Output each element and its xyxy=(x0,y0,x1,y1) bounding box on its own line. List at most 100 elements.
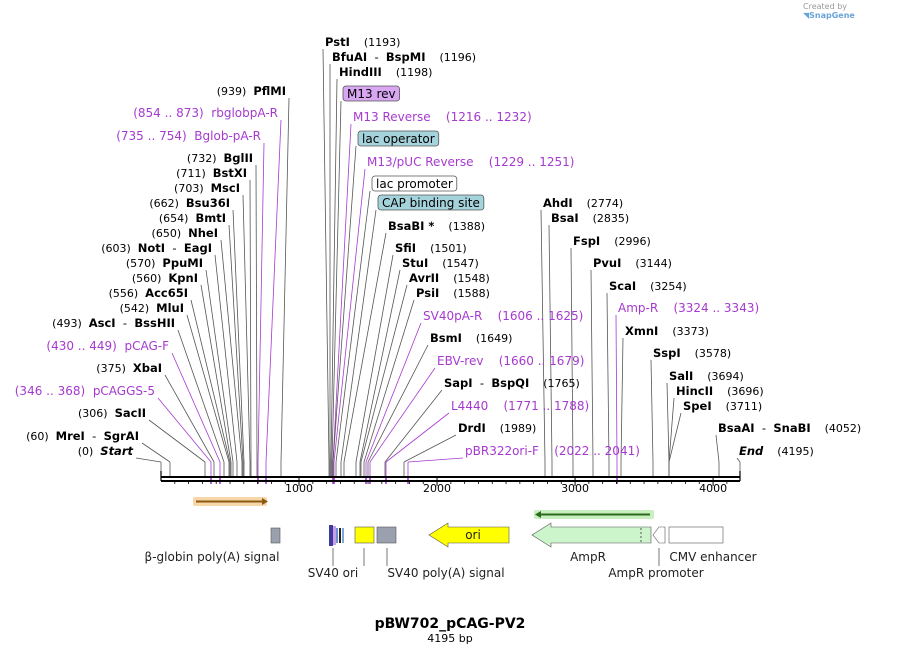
leader-line xyxy=(186,314,230,463)
site-label: BsaI (2835) xyxy=(551,211,629,225)
site-label: HindIII (1198) xyxy=(339,65,432,79)
svg-text:(493) AscI - BssHII: (493) AscI - BssHII xyxy=(52,316,175,330)
svg-text:DrdI (1989): DrdI (1989) xyxy=(458,421,536,435)
primer-arrow-forward xyxy=(193,497,268,506)
svg-text:AhdI (2774): AhdI (2774) xyxy=(543,196,623,210)
leader-line xyxy=(265,119,282,463)
site-label: SalI (3694) xyxy=(669,369,744,383)
leader-line xyxy=(650,359,654,463)
feature-box-label: CAP binding site xyxy=(382,196,480,210)
leader-line xyxy=(548,224,553,463)
svg-text:SspI (3578): SspI (3578) xyxy=(653,346,731,360)
svg-text:(732) BglII: (732) BglII xyxy=(187,151,253,165)
leader-line xyxy=(148,419,206,463)
leader-line xyxy=(220,239,243,463)
leader-line xyxy=(171,352,221,463)
site-label: End (4195) xyxy=(739,444,814,458)
site-label: (854 .. 873) rbglobpA-R xyxy=(133,106,278,120)
svg-text:SV40 poly(A) signal: SV40 poly(A) signal xyxy=(387,566,504,580)
plasmid-length: 4195 bp xyxy=(427,632,472,645)
site-label: M13 rev xyxy=(342,85,400,102)
site-label: L4440 (1771 .. 1788) xyxy=(451,399,589,413)
site-label: (650) NheI xyxy=(152,226,218,240)
snapgene-credit: Created by ◥SnapGene xyxy=(803,2,855,20)
site-label: BsmI (1649) xyxy=(430,331,512,345)
site-label: M13/pUC Reverse (1229 .. 1251) xyxy=(367,155,574,169)
svg-text:L4440 (1771 .. 1788): L4440 (1771 .. 1788) xyxy=(451,399,589,413)
leader-line xyxy=(668,397,675,463)
svg-text:StuI (1547): StuI (1547) xyxy=(402,256,479,270)
leader-line xyxy=(255,164,258,463)
leader-line xyxy=(164,374,215,463)
svg-text:BsaAI - SnaBI (4052): BsaAI - SnaBI (4052) xyxy=(718,421,861,435)
svg-text:PsiI (1588): PsiI (1588) xyxy=(416,286,490,300)
site-label: (703) MscI xyxy=(174,181,240,195)
leader-line xyxy=(242,194,251,463)
svg-text:(430 .. 449) pCAG-F: (430 .. 449) pCAG-F xyxy=(46,339,169,353)
site-label: CAP binding site xyxy=(377,194,485,211)
leader-line xyxy=(540,209,546,463)
site-label: SfiI (1501) xyxy=(395,241,467,255)
feature-track: ori β-globin poly(A) signal SV40 ori SV4… xyxy=(145,522,757,580)
svg-text:(346 .. 368) pCAGGS-5: (346 .. 368) pCAGGS-5 xyxy=(15,384,155,398)
site-label: XmnI (3373) xyxy=(625,324,709,338)
leader-line xyxy=(360,284,408,463)
site-label: SspI (3578) xyxy=(653,346,731,360)
svg-text:BsaBI * (1388): BsaBI * (1388) xyxy=(388,219,485,233)
site-labels: (0) Start(60) MreI - SgrAI (306) SacII (34… xyxy=(15,35,861,458)
site-label: (493) AscI - BssHII xyxy=(52,316,175,330)
svg-text:AmpR promoter: AmpR promoter xyxy=(608,566,703,580)
leader-line xyxy=(736,457,741,463)
site-label: (60) MreI - SgrAI xyxy=(26,429,139,443)
leader-line xyxy=(232,209,245,463)
svg-text:SalI (3694): SalI (3694) xyxy=(669,369,744,383)
site-label: (711) BstXI xyxy=(176,166,247,180)
site-label: HincII (3696) xyxy=(676,384,764,398)
svg-text:AvrII (1548): AvrII (1548) xyxy=(409,271,490,285)
site-label: (375) XbaI xyxy=(96,361,162,375)
site-label: ScaI (3254) xyxy=(609,279,687,293)
leader-line xyxy=(135,457,162,463)
site-label: M13 Reverse (1216 .. 1232) xyxy=(353,110,532,124)
feature-sv40pa xyxy=(376,526,397,544)
leader-line xyxy=(141,442,171,463)
svg-text:(306) SacII: (306) SacII xyxy=(78,406,146,420)
leader-line xyxy=(332,145,357,463)
svg-text:ScaI (3254): ScaI (3254) xyxy=(609,279,687,293)
svg-text:(703) MscI: (703) MscI xyxy=(174,181,240,195)
site-label: (603) NotI - EagI xyxy=(101,241,212,255)
svg-text:M13 Reverse (1216 .. 1232): M13 Reverse (1216 .. 1232) xyxy=(353,110,532,124)
leader-line xyxy=(322,48,330,463)
leader-line xyxy=(668,412,682,463)
site-label: (735 .. 754) Bglob-pA-R xyxy=(116,129,261,143)
axis-tick-label: 4000 xyxy=(699,482,727,495)
feature-box-label: lac promoter xyxy=(376,177,453,191)
leader-line xyxy=(590,269,594,463)
site-label: (0) Start xyxy=(78,444,134,458)
leader-line xyxy=(606,292,610,463)
svg-text:FspI (2996): FspI (2996) xyxy=(573,234,651,248)
site-label: PvuI (3144) xyxy=(593,256,672,270)
svg-text:SfiI (1501): SfiI (1501) xyxy=(395,241,467,255)
feature-sv40ori xyxy=(329,525,333,546)
site-leader-lines xyxy=(135,48,741,484)
leader-line xyxy=(228,224,244,463)
site-label: lac promoter xyxy=(371,175,458,192)
axis-tick-label: 1000 xyxy=(285,482,313,495)
site-label: BfuAI - BspMI (1196) xyxy=(332,50,476,64)
svg-text:SapI - BspQI (1765): SapI - BspQI (1765) xyxy=(444,376,580,390)
feature-bglobin xyxy=(270,527,281,544)
site-label: PstI (1193) xyxy=(325,35,400,49)
leader-line xyxy=(249,179,252,463)
site-label: (430 .. 449) pCAG-F xyxy=(46,339,169,353)
leader-line xyxy=(620,337,624,463)
svg-text:PvuI (3144): PvuI (3144) xyxy=(593,256,672,270)
svg-text:(375) XbaI: (375) XbaI xyxy=(96,361,162,375)
leader-line xyxy=(330,78,338,463)
leader-line xyxy=(615,314,618,463)
svg-text:(60) MreI - SgrAI: (60) MreI - SgrAI xyxy=(26,429,139,443)
svg-text:(0) Start: (0) Start xyxy=(78,444,134,458)
site-label: BsaAI - SnaBI (4052) xyxy=(718,421,861,435)
svg-text:CMV enhancer: CMV enhancer xyxy=(669,550,756,564)
leader-line xyxy=(331,100,342,463)
